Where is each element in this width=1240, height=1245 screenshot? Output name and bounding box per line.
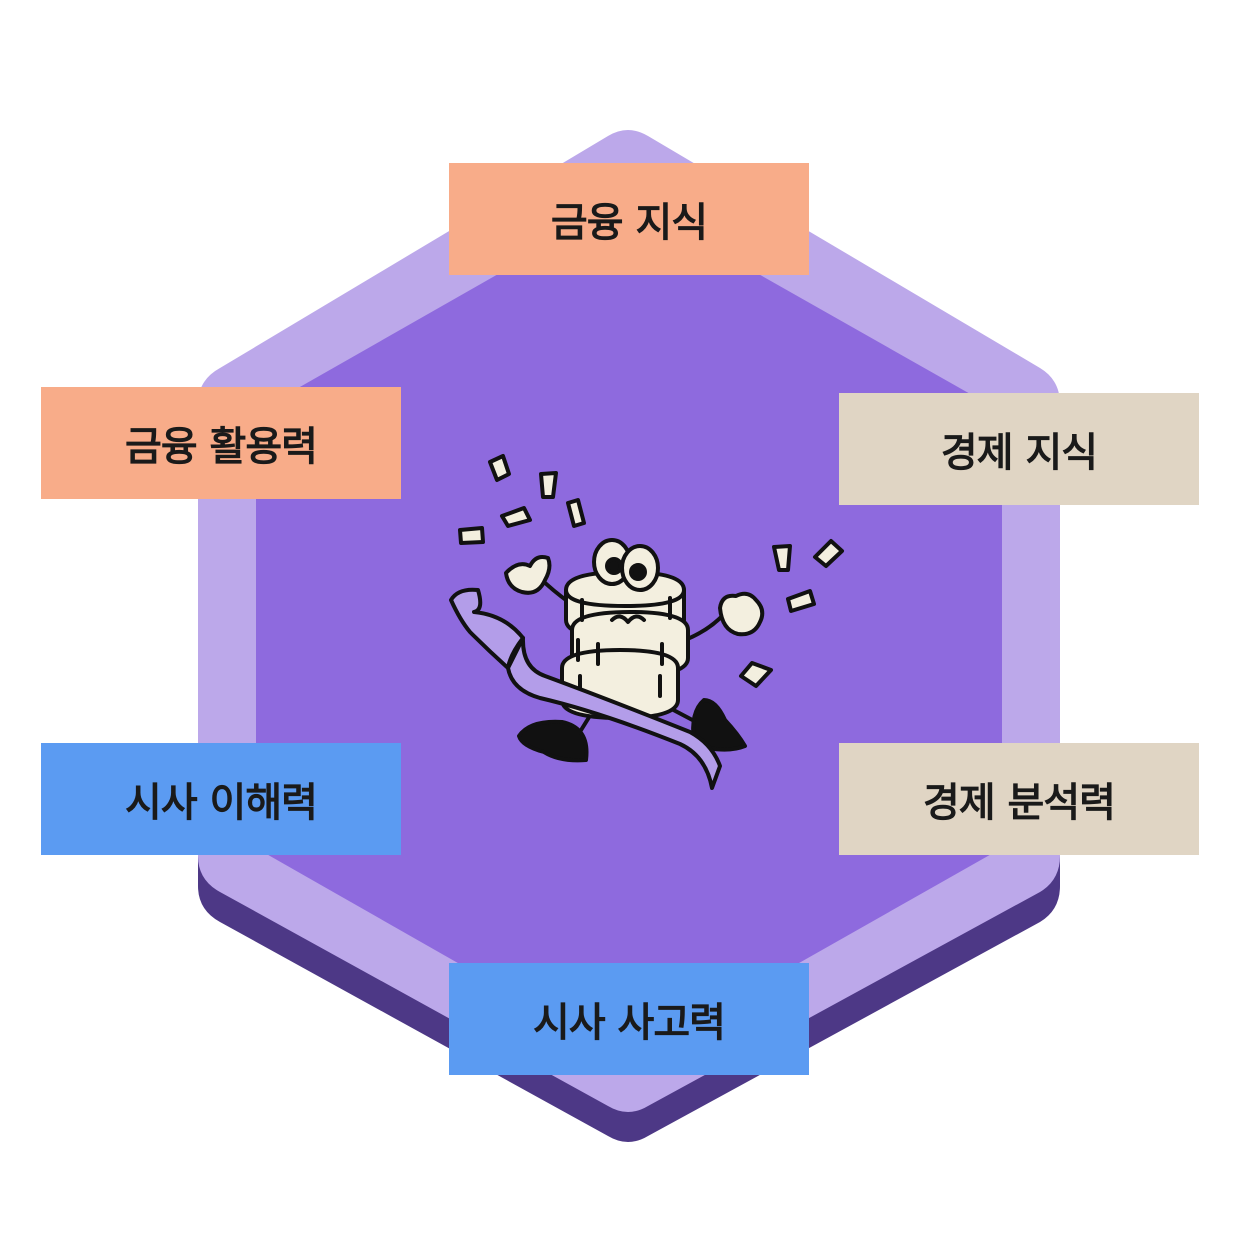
label-finance-application: 금융 활용력	[41, 387, 401, 499]
label-finance-knowledge: 금융 지식	[449, 163, 809, 275]
running-coin-stack-mascot-icon	[449, 454, 844, 790]
label-current-affairs-thinking: 시사 사고력	[449, 963, 809, 1075]
label-current-affairs-understanding: 시사 이해력	[41, 743, 401, 855]
label-economy-knowledge: 경제 지식	[839, 393, 1199, 505]
label-economy-analysis: 경제 분석력	[839, 743, 1199, 855]
confetti-icon	[458, 454, 844, 688]
